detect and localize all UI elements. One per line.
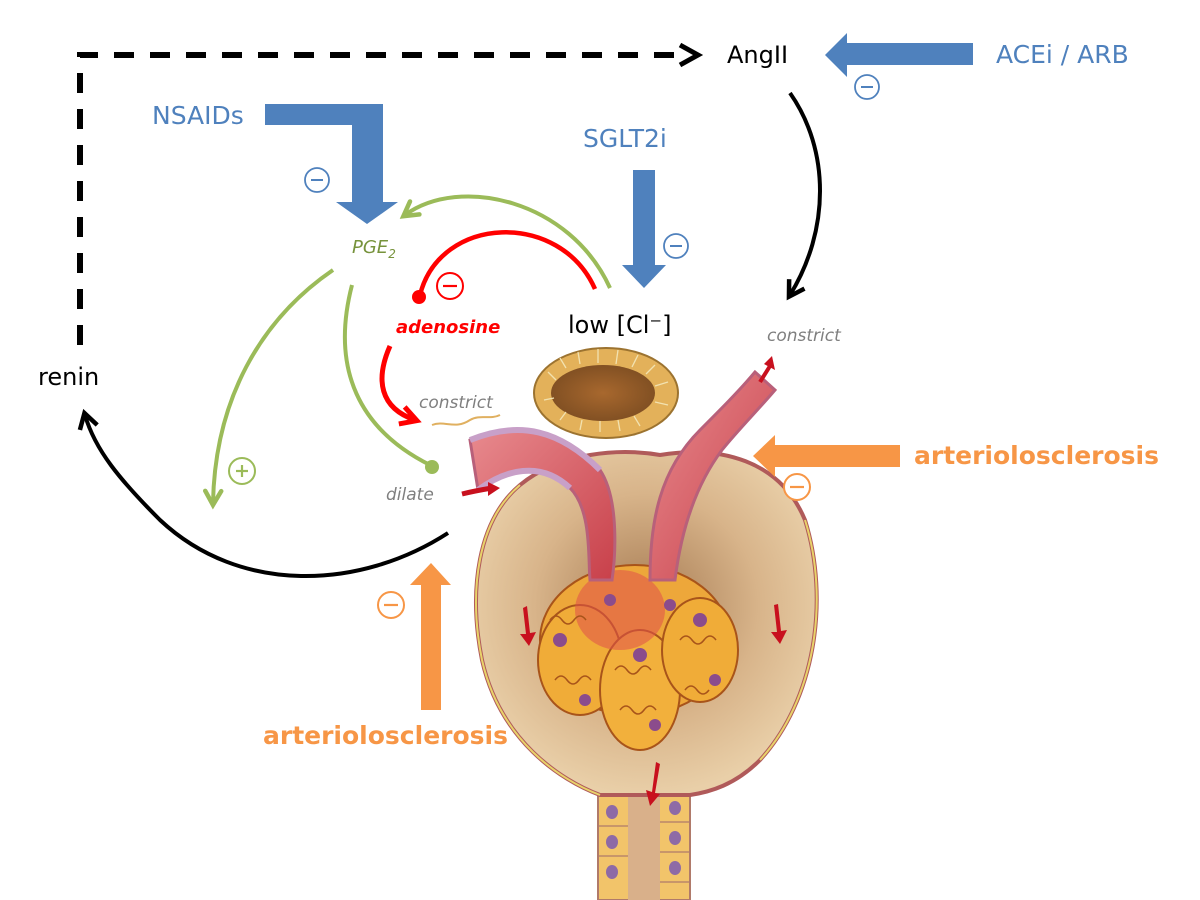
pge2-to-renin-arrow bbox=[202, 268, 335, 510]
angII-to-efferent-arrow bbox=[786, 91, 822, 301]
macula-densa bbox=[533, 347, 679, 439]
arteriolosclerosis-bottom-minus-sign bbox=[377, 591, 405, 619]
pge2-label: PGE2 bbox=[352, 237, 396, 261]
afferent-to-renin-arrow bbox=[77, 408, 450, 579]
low-cl-to-pge2-arrow bbox=[399, 194, 612, 289]
constrict-afferent-label: constrict bbox=[419, 393, 494, 413]
sglt2i-minus-sign bbox=[663, 233, 689, 259]
arteriolosclerosis-bottom-arrow[interactable] bbox=[410, 563, 451, 710]
acei-arb-label[interactable]: ACEi / ARB bbox=[996, 40, 1129, 69]
nsaids-arrow[interactable] bbox=[265, 104, 398, 224]
filtrate-flow-arrows bbox=[520, 604, 787, 806]
efferent-arteriole bbox=[648, 356, 778, 582]
sglt2i-label[interactable]: SGLT2i bbox=[583, 124, 667, 153]
acei-minus-sign bbox=[854, 74, 880, 100]
glomerulus-illustration bbox=[431, 347, 819, 900]
adenosine-label: adenosine bbox=[396, 317, 500, 338]
adenosine-endpoint-dot bbox=[412, 290, 426, 304]
renin-label: renin bbox=[38, 363, 99, 391]
adenosine-minus-sign bbox=[436, 272, 464, 300]
low-cl-label: low [Cl⁻] bbox=[568, 311, 671, 339]
dilate-endpoint-dot bbox=[425, 460, 439, 474]
sglt2i-arrow[interactable] bbox=[622, 170, 666, 288]
pge2-main: PGE bbox=[352, 237, 389, 258]
pge2-subscript: 2 bbox=[388, 247, 396, 261]
proximal-tubule bbox=[597, 789, 691, 900]
low-cl-to-adenosine-inhibit bbox=[417, 230, 598, 296]
arteriolosclerosis-bottom-label[interactable]: arteriolosclerosis bbox=[263, 721, 508, 750]
arteriolosclerosis-right-minus-sign bbox=[783, 473, 811, 501]
renin-to-angII-dashed-path bbox=[77, 52, 690, 345]
angII-label: AngII bbox=[727, 41, 788, 69]
pge2-dilate-path bbox=[343, 284, 431, 467]
arteriolosclerosis-right-arrow[interactable] bbox=[753, 435, 900, 477]
dilate-label: dilate bbox=[386, 485, 434, 505]
constrict-efferent-label: constrict bbox=[767, 326, 842, 346]
arteriolosclerosis-right-label[interactable]: arteriolosclerosis bbox=[914, 441, 1159, 470]
nsaids-label[interactable]: NSAIDs bbox=[152, 101, 244, 130]
afferent-arteriole bbox=[431, 414, 617, 582]
acei-arb-arrow[interactable] bbox=[825, 33, 973, 77]
pge2-plus-sign bbox=[228, 457, 256, 485]
adenosine-to-afferent-arrow bbox=[379, 344, 422, 427]
angII-arrowhead bbox=[678, 42, 704, 68]
nsaids-minus-sign bbox=[304, 167, 330, 193]
glomerular-tuft bbox=[537, 564, 739, 751]
